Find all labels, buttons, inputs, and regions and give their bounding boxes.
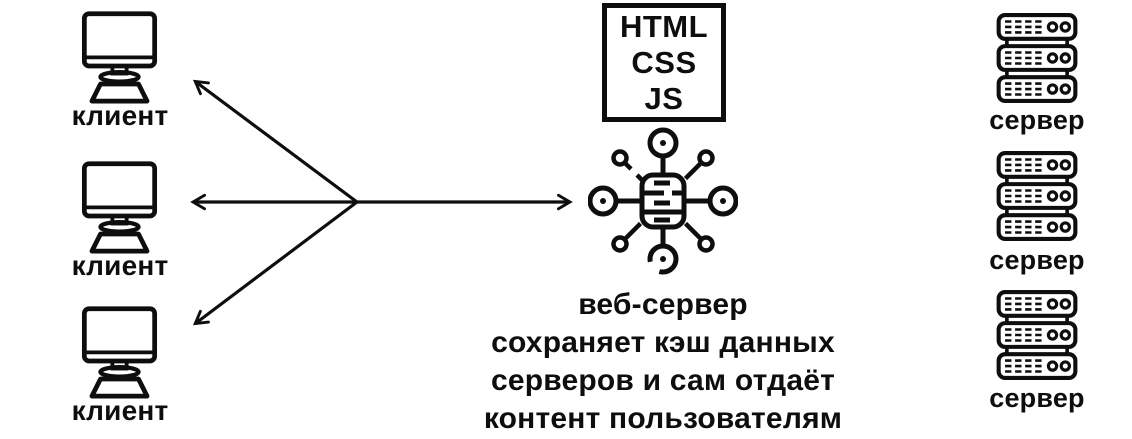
server-rack-icon — [995, 12, 1079, 104]
caption-line-2: сохраняет кэш данных — [491, 326, 835, 359]
desktop-computer-icon — [72, 7, 167, 104]
server-label-3: сервер — [989, 383, 1085, 413]
arrow-to-client-3 — [192, 200, 358, 326]
html-css-js-box: HTML CSS JS — [602, 3, 726, 122]
tech-line-html: HTML — [619, 8, 709, 44]
caption-line-3: серверов и сам отдаёт — [490, 364, 836, 397]
client-label-3: клиент — [71, 395, 169, 426]
caption-line-1: веб-сервер — [578, 288, 748, 321]
arrow-to-client-1 — [192, 79, 358, 204]
server-label-2: сервер — [989, 245, 1085, 275]
caption-line-4: контент пользователям — [483, 402, 843, 435]
network-hub-icon — [588, 126, 738, 276]
web-server-caption: веб-сервер сохраняет кэш данных серверов… — [443, 286, 883, 438]
tech-line-css: CSS — [631, 44, 697, 80]
client-label-2: клиент — [71, 250, 169, 281]
client-label-1: клиент — [71, 100, 169, 131]
server-rack-icon — [995, 150, 1079, 242]
desktop-computer-icon — [72, 157, 167, 254]
tech-line-js: JS — [644, 80, 684, 116]
desktop-computer-icon — [72, 302, 167, 399]
server-rack-icon — [995, 289, 1079, 381]
fan-arrows — [190, 79, 573, 326]
server-label-1: сервер — [989, 105, 1085, 135]
